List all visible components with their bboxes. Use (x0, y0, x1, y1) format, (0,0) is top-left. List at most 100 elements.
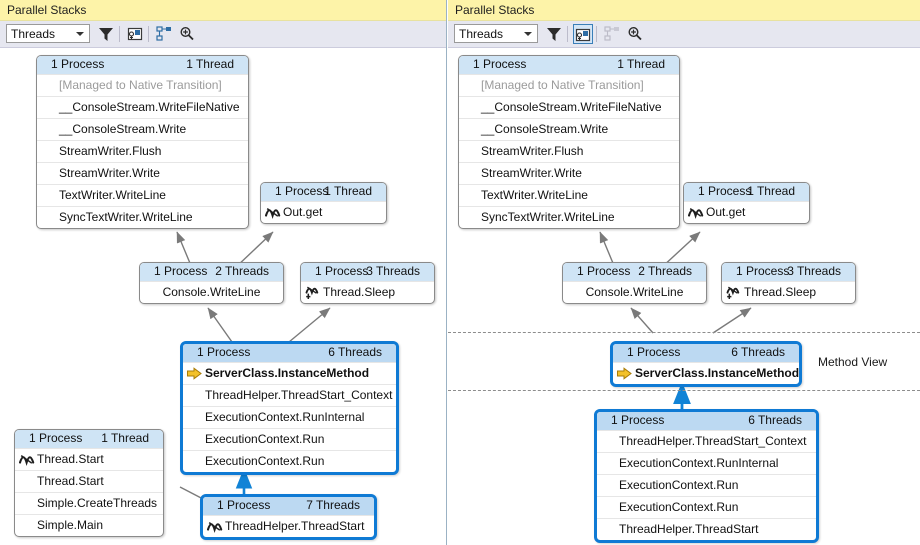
stack-frame-row[interactable]: Thread.Sleep (722, 281, 855, 303)
process-count-label: 1 Process (154, 264, 208, 278)
stack-frame-row[interactable]: __ConsoleStream.WriteFileNative (37, 96, 248, 118)
thread-count-label: 7 Threads (306, 498, 360, 512)
current-frame-arrow-icon (616, 365, 633, 382)
stack-frame-row[interactable]: StreamWriter.Flush (459, 140, 679, 162)
toolbar-right: Threads (448, 21, 920, 48)
stack-frame-row[interactable]: ThreadHelper.ThreadStart_Context (597, 430, 816, 452)
stack-frame-row[interactable]: ExecutionContext.Run (597, 474, 816, 496)
stack-frame-label: [Managed to Native Transition] (481, 78, 644, 92)
process-count-label: 1 Process (736, 264, 790, 278)
view-mode-combo[interactable]: Threads (454, 24, 538, 43)
stack-frame-row[interactable]: Simple.Main (15, 514, 163, 536)
stack-frame-row[interactable]: ExecutionContext.RunInternal (183, 406, 396, 428)
method-view-divider-top (448, 332, 920, 333)
stack-frame-row[interactable]: ServerClass.InstanceMethod (183, 362, 396, 384)
thread-icon (18, 451, 35, 468)
thread-icon (687, 204, 704, 221)
auto-scroll-icon[interactable] (154, 24, 174, 44)
process-count-label: 1 Process (698, 184, 752, 198)
toggle-method-view-icon[interactable] (125, 24, 145, 44)
filter-icon[interactable] (544, 24, 564, 44)
stack-frame-row[interactable]: __ConsoleStream.Write (459, 118, 679, 140)
stack-frame-row[interactable]: ThreadHelper.ThreadStart (597, 518, 816, 540)
stack-frame-row[interactable]: SyncTextWriter.WriteLine (459, 206, 679, 228)
parallel-stacks-panel-right: Parallel Stacks Threads (448, 0, 920, 545)
stack-frame-label: Thread.Start (37, 452, 104, 466)
panel-divider[interactable] (446, 0, 447, 545)
stack-frame-row[interactable]: ExecutionContext.Run (183, 428, 396, 450)
stack-frame-label: __ConsoleStream.Write (481, 122, 609, 136)
stack-frame-row[interactable]: ExecutionContext.Run (597, 496, 816, 518)
thread-icon (206, 518, 223, 535)
stack-frame-row[interactable]: Thread.Start (15, 448, 163, 470)
filter-icon[interactable] (96, 24, 116, 44)
stack-frame-row[interactable]: [Managed to Native Transition] (459, 74, 679, 96)
method-view-label: Method View (818, 355, 888, 369)
stack-frame-row[interactable]: ThreadHelper.ThreadStart_Context (183, 384, 396, 406)
stack-frame-label: Simple.Main (37, 518, 104, 532)
stack-frame-label: __ConsoleStream.WriteFileNative (481, 100, 662, 114)
thread-count-label: 3 Threads (787, 264, 841, 278)
stack-frame-row[interactable]: StreamWriter.Write (37, 162, 248, 184)
stack-frame-row[interactable]: Console.WriteLine (140, 281, 283, 303)
stack-frame-row[interactable]: __ConsoleStream.Write (37, 118, 248, 140)
auto-scroll-icon (602, 24, 622, 44)
stack-frame-label: Simple.CreateThreads (37, 496, 158, 510)
stack-frame-row[interactable]: TextWriter.WriteLine (37, 184, 248, 206)
stack-frame-label: Out.get (706, 205, 746, 219)
stack-frame-row[interactable]: Simple.CreateThreads (15, 492, 163, 514)
stack-frame-row[interactable]: ExecutionContext.Run (183, 450, 396, 472)
stack-frame-label: Thread.Sleep (744, 285, 817, 299)
stack-frame-row[interactable]: [Managed to Native Transition] (37, 74, 248, 96)
stack-frame-label: ThreadHelper.ThreadStart (225, 519, 365, 533)
zoom-icon[interactable] (177, 24, 197, 44)
view-mode-combo-value: Threads (11, 27, 56, 41)
process-count-label: 1 Process (197, 345, 251, 359)
view-mode-combo-value: Threads (459, 27, 504, 41)
stack-frame-label: TextWriter.WriteLine (481, 188, 588, 202)
stack-frame-row[interactable]: Thread.Start (15, 470, 163, 492)
stack-frame-row[interactable]: ServerClass.InstanceMethod (613, 362, 799, 384)
stack-frame-row[interactable]: Out.get (261, 201, 386, 223)
stack-frame-row[interactable]: Out.get (684, 201, 809, 223)
stack-frame-row[interactable]: Console.WriteLine (563, 281, 706, 303)
stack-frame-label: TextWriter.WriteLine (59, 188, 166, 202)
stack-frame-row[interactable]: __ConsoleStream.WriteFileNative (459, 96, 679, 118)
page-title: Parallel Stacks (7, 3, 87, 17)
view-mode-combo[interactable]: Threads (6, 24, 90, 43)
stack-frame-row[interactable]: StreamWriter.Write (459, 162, 679, 184)
stack-frame-row[interactable]: SyncTextWriter.WriteLine (37, 206, 248, 228)
stack-frame-row[interactable]: Thread.Sleep (301, 281, 434, 303)
stack-frame-label: ExecutionContext.Run (205, 454, 325, 468)
toggle-method-view-icon[interactable] (573, 24, 593, 44)
process-count-label: 1 Process (51, 57, 105, 71)
stack-frame-label: ExecutionContext.Run (205, 432, 325, 446)
stack-frame-label: ExecutionContext.Run (619, 500, 739, 514)
zoom-icon[interactable] (625, 24, 645, 44)
stack-frame-row[interactable]: TextWriter.WriteLine (459, 184, 679, 206)
stack-frame-row[interactable]: ThreadHelper.ThreadStart (203, 515, 374, 537)
stack-frame-label: [Managed to Native Transition] (59, 78, 222, 92)
thread-count-label: 6 Threads (328, 345, 382, 359)
stack-frame-row[interactable]: StreamWriter.Flush (37, 140, 248, 162)
thread-count-label: 1 Thread (617, 57, 665, 71)
stack-frame-row[interactable]: ExecutionContext.RunInternal (597, 452, 816, 474)
method-view-divider-bottom (448, 390, 920, 391)
